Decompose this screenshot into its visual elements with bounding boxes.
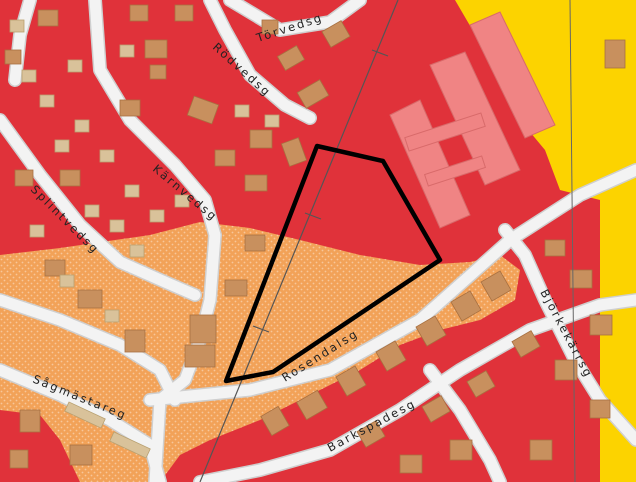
commercial-buildings [389,11,556,229]
houses-brown [4,4,626,474]
plan-boundary-outline[interactable] [223,143,443,384]
houses-tan [9,19,280,459]
property-line [569,0,576,482]
recreation-zone-dots [0,222,520,482]
commercial-zone-yellow [455,0,636,482]
railway-line [199,0,399,482]
